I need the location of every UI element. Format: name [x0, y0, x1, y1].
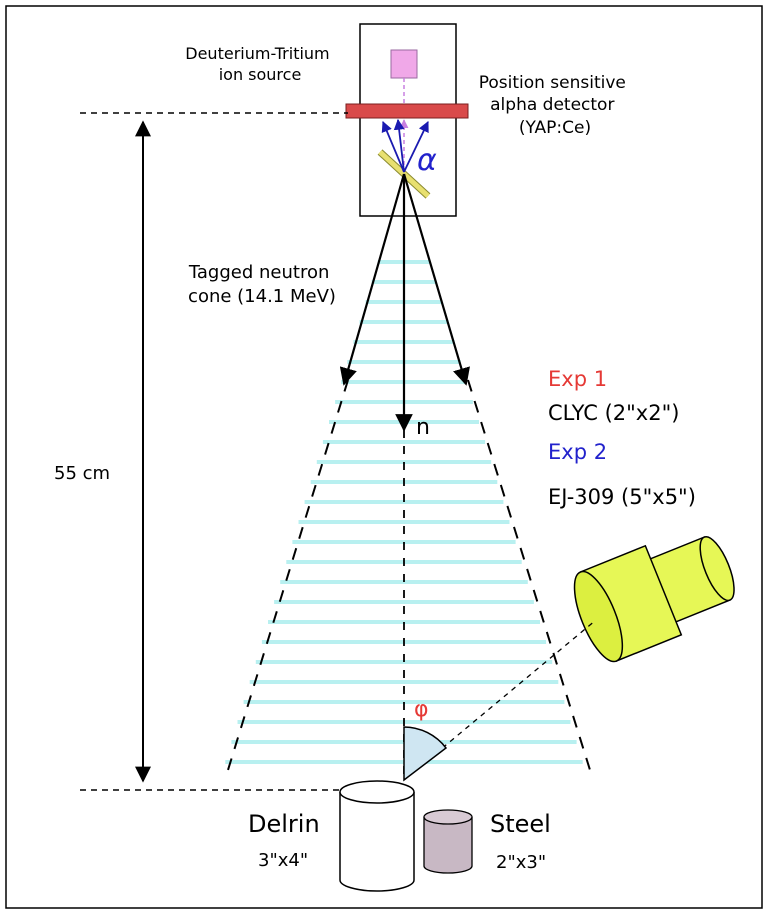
detector-back-cap [699, 535, 735, 602]
detector-label: Position sensitive alpha detector (YAP:C… [479, 73, 632, 138]
delrin-target-icon [339, 780, 415, 892]
angle-symbol: φ [414, 697, 429, 722]
detector-label-line1: Position sensitive [479, 73, 626, 93]
delrin-outline [339, 792, 415, 892]
exp1-detector: CLYC (2"x2") [548, 401, 679, 425]
delrin-top [339, 780, 415, 804]
exp2-title: Exp 2 [548, 440, 607, 464]
cone-label-line2: cone (14.1 MeV) [188, 286, 336, 307]
source-label-line2: ion source [219, 65, 302, 84]
source-label: Deuterium-Tritium ion source [185, 44, 334, 84]
angle-sector [403, 726, 448, 782]
alpha-symbol: α [417, 143, 437, 178]
neutron-symbol: n [416, 415, 430, 440]
source-label-line1: Deuterium-Tritium [185, 44, 329, 63]
alpha-arrow-right [403, 121, 429, 173]
steel-name: Steel [490, 810, 551, 838]
detector-front-face [573, 570, 624, 663]
steel-size: 2"x3" [496, 852, 546, 873]
cone-arrow-left [339, 173, 406, 386]
steel-outline [423, 817, 473, 874]
detector-label-line3: (YAP:Ce) [519, 118, 591, 138]
cone-boundary-right [467, 379, 591, 771]
steel-target-icon [423, 809, 473, 874]
exp2-detector: EJ-309 (5"x5") [548, 485, 696, 509]
alpha-detector-strip [345, 103, 469, 119]
delrin-size: 3"x4" [258, 850, 308, 871]
alpha-arrow-left [381, 121, 405, 173]
steel-top [423, 809, 473, 825]
cone-label-line1: Tagged neutron [188, 262, 330, 283]
cone-arrow-right [402, 173, 470, 386]
detector-label-line2: alpha detector [490, 95, 614, 115]
ion-source-icon [390, 49, 418, 79]
distance-label: 55 cm [54, 463, 110, 484]
cone-label: Tagged neutron cone (14.1 MeV) [188, 262, 336, 307]
exp1-title: Exp 1 [548, 367, 607, 391]
scintillator-detector-icon [573, 535, 735, 663]
cone-boundary-left [227, 379, 349, 771]
delrin-name: Delrin [248, 810, 320, 838]
alpha-arrow-mid [393, 118, 405, 173]
